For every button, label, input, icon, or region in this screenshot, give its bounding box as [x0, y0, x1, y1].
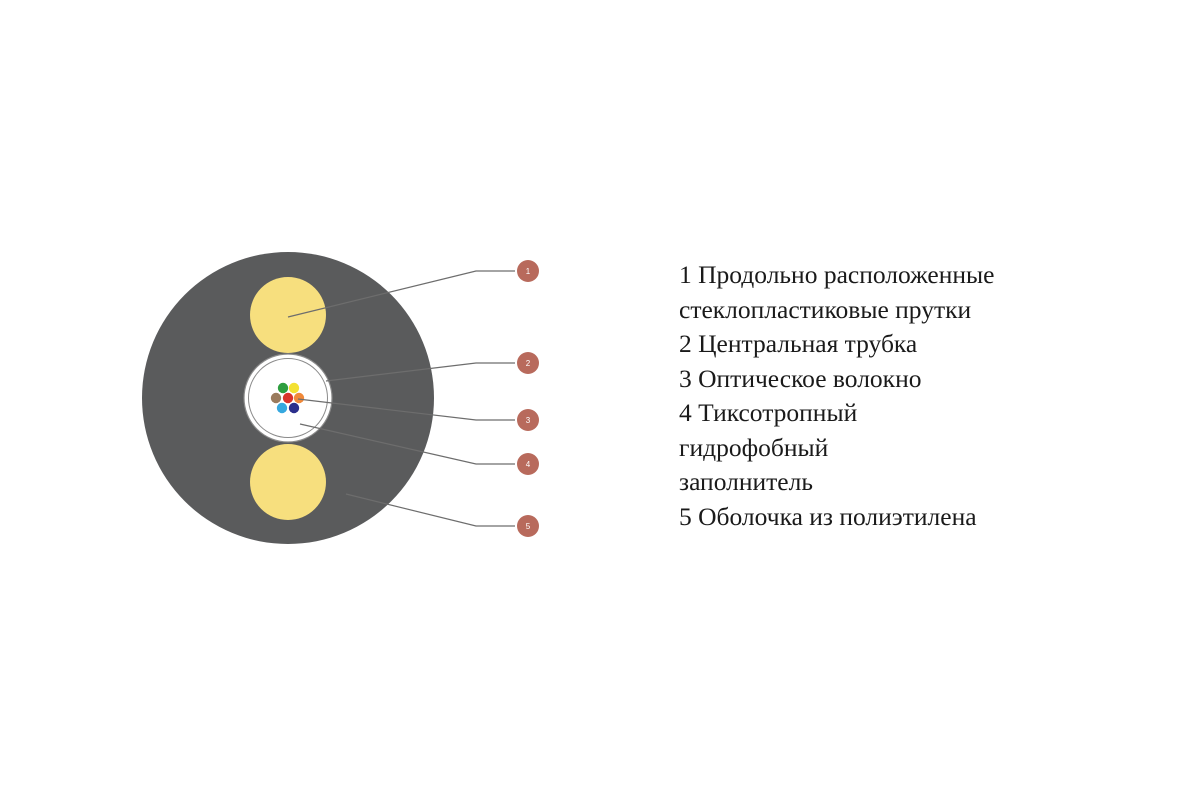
optical-fiber-navy [288, 402, 300, 414]
marker-1: 1 [517, 260, 539, 282]
marker-3-label: 3 [526, 416, 531, 425]
marker-3: 3 [517, 409, 539, 431]
marker-4: 4 [517, 453, 539, 475]
legend-line-8: 5 Оболочка из полиэтилена [679, 501, 977, 531]
leader-line-5 [345, 493, 515, 527]
optical-fiber-orange [293, 392, 305, 404]
legend-line-6: гидрофобный [679, 432, 829, 462]
leader-line-2 [325, 362, 515, 382]
optical-fiber-red [282, 392, 294, 404]
optical-fiber-yellow [288, 382, 300, 394]
optical-fiber-green [277, 382, 289, 394]
fiberglass-rod-top [250, 277, 326, 353]
legend-line-7: заполнитель [679, 467, 813, 496]
optical-fiber-brown [270, 392, 282, 404]
marker-1-label: 1 [526, 267, 531, 276]
marker-1-dot [517, 260, 539, 282]
leader-line-3 [297, 398, 515, 421]
leader-lines [287, 270, 515, 527]
marker-5: 5 [517, 515, 539, 537]
marker-2-dot [517, 352, 539, 374]
leader-line-4 [299, 423, 515, 465]
legend-line-2: стеклопластиковые прутки [679, 294, 972, 324]
optical-fiber-bundle [270, 382, 305, 414]
marker-2-label: 2 [526, 359, 531, 368]
marker-2: 2 [517, 352, 539, 374]
marker-5-dot [517, 515, 539, 537]
marker-4-dot [517, 453, 539, 475]
legend-line-4: 3 Оптическое волокно [679, 363, 922, 393]
legend: 1 Продольно расположенные стеклопластико… [679, 258, 1179, 534]
legend-line-5: 4 Тиксотропный [679, 398, 858, 427]
marker-4-label: 4 [526, 460, 531, 469]
leader-line-1 [287, 270, 515, 318]
optical-fiber-blue [276, 402, 288, 414]
legend-line-1: 1 Продольно расположенные [679, 260, 995, 289]
fiberglass-rod-bottom [250, 444, 326, 520]
legend-line-3: 2 Центральная трубка [679, 329, 918, 358]
marker-3-dot [517, 409, 539, 431]
marker-5-label: 5 [526, 522, 531, 531]
